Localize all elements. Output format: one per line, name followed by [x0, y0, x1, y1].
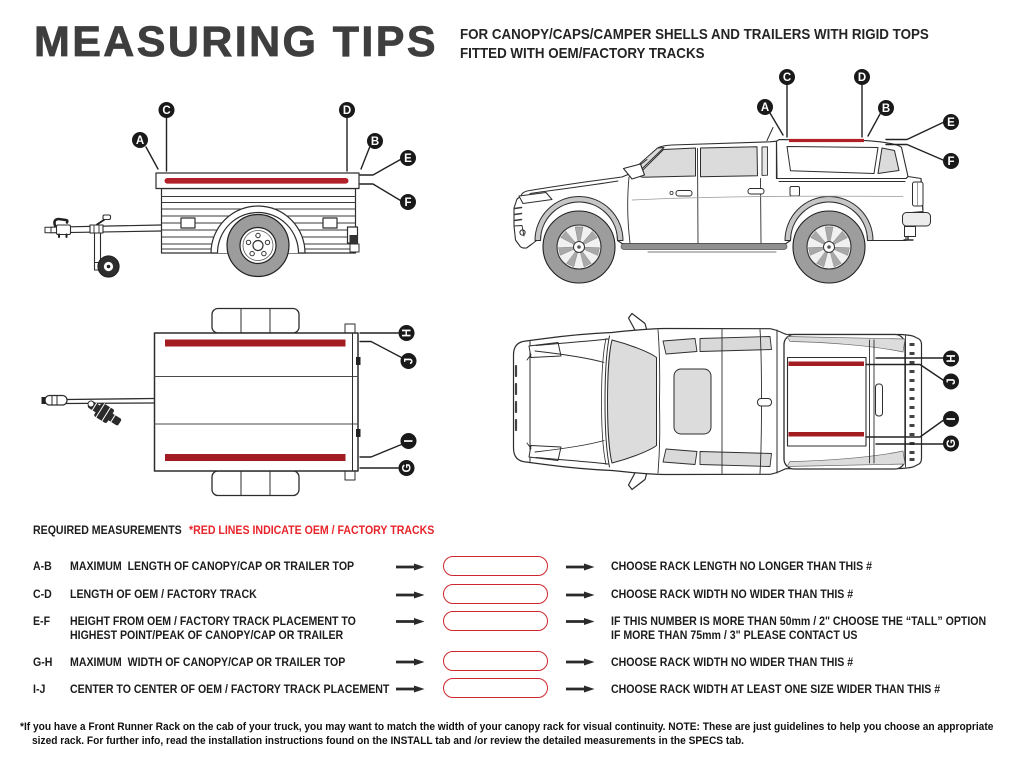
svg-text:D: D — [858, 72, 866, 84]
svg-text:A: A — [136, 135, 144, 147]
svg-text:I: I — [404, 439, 416, 442]
svg-text:J: J — [404, 358, 416, 364]
svg-text:B: B — [371, 136, 379, 148]
svg-text:F: F — [404, 197, 411, 209]
svg-text:C: C — [162, 105, 170, 117]
svg-text:D: D — [343, 105, 351, 117]
svg-text:E: E — [404, 153, 412, 165]
svg-text:I: I — [946, 417, 958, 420]
svg-text:J: J — [946, 378, 958, 384]
svg-text:A: A — [761, 102, 769, 114]
svg-text:B: B — [882, 103, 890, 115]
svg-text:H: H — [946, 354, 958, 362]
svg-text:G: G — [402, 463, 414, 472]
svg-text:H: H — [402, 329, 414, 337]
svg-text:E: E — [947, 117, 955, 129]
svg-text:C: C — [783, 72, 791, 84]
svg-text:F: F — [947, 156, 954, 168]
svg-text:G: G — [946, 439, 958, 448]
